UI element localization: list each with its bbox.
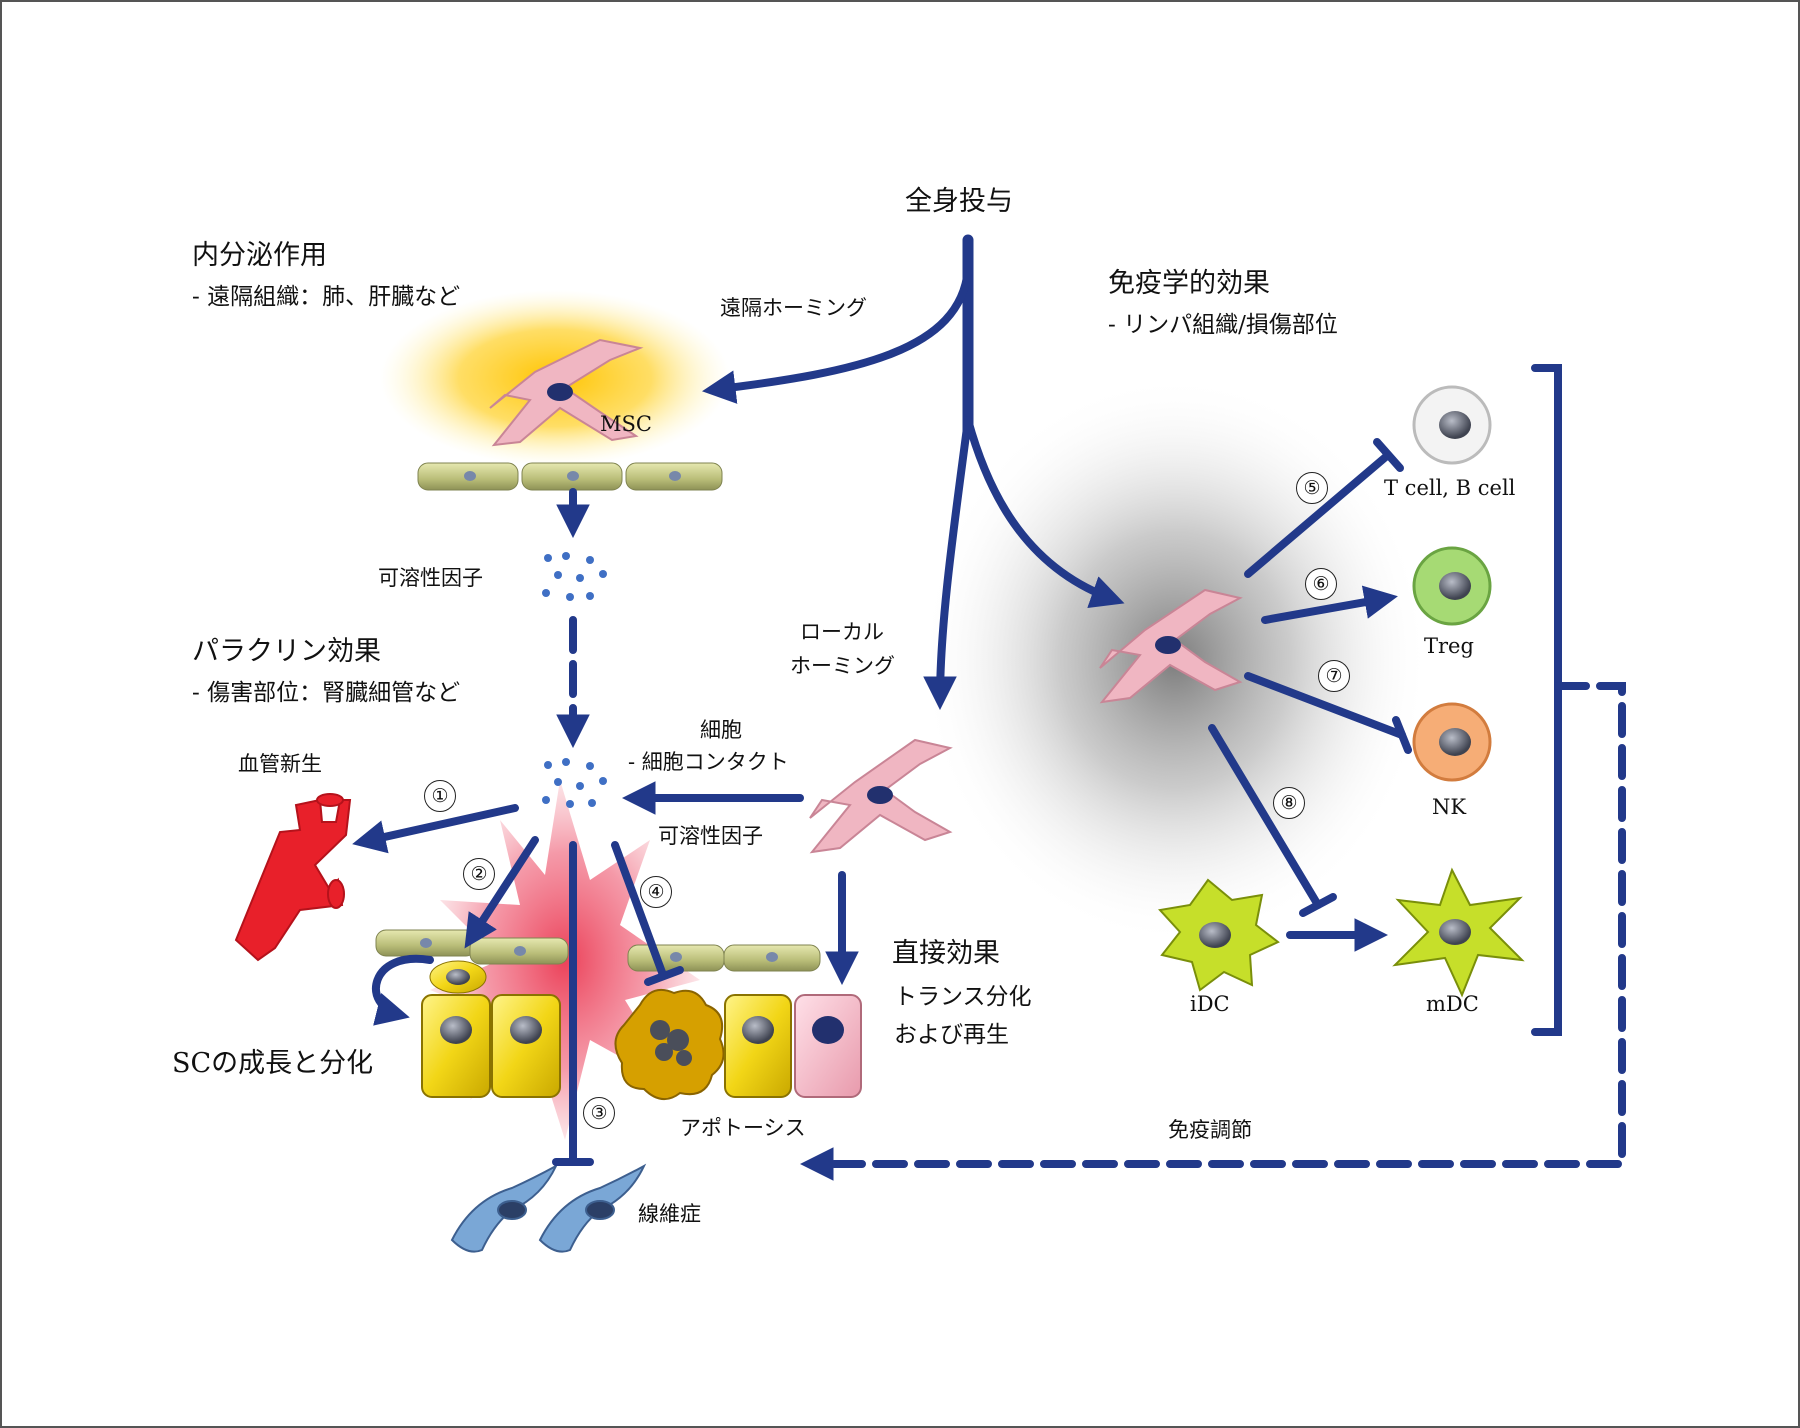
mdc-cell: [1392, 867, 1525, 998]
label-endocrine-title: 内分泌作用: [192, 240, 327, 271]
soluble-factor-dots-2: [542, 758, 607, 808]
soluble-factor-dots-1: [542, 552, 607, 601]
tubule-layer-bottom: [375, 929, 821, 972]
tubule-layer-top: [417, 462, 723, 491]
label-paracrine-title: パラクリン効果: [192, 636, 381, 667]
label-immune-sub: - リンパ組織/損傷部位: [1108, 312, 1338, 338]
label-paracrine-sub: - 傷害部位：腎臓細管など: [192, 680, 461, 706]
treg-cell: [1412, 546, 1492, 626]
idc-cell: [1158, 878, 1280, 992]
label-direct-sub2: および再生: [894, 1022, 1009, 1048]
label-sc-growth: SCの成長と分化: [172, 1048, 374, 1079]
label-local-homing-1: ローカル: [800, 620, 884, 644]
label-apoptosis: アポトーシス: [680, 1116, 806, 1140]
label-mdc: mDC: [1426, 992, 1479, 1016]
step-2-marker: ②: [463, 858, 495, 890]
label-local-homing-2: ホーミング: [790, 654, 895, 678]
step-3-marker: ③: [583, 1097, 615, 1129]
sc-cells: [421, 960, 561, 1098]
label-cell: 細胞: [700, 718, 742, 742]
label-direct-sub1: トランス分化: [894, 984, 1032, 1010]
label-soluble-factor-1: 可溶性因子: [378, 566, 483, 590]
fibroblast-cells: [450, 1163, 647, 1253]
label-immune-title: 免疫学的効果: [1108, 268, 1270, 299]
step-8-marker: ⑧: [1273, 787, 1305, 819]
label-endocrine-sub: - 遠隔組織：肺、肝臓など: [192, 284, 461, 310]
apoptotic-cell: [614, 989, 725, 1100]
arrows: [352, 234, 1626, 1181]
label-nk: NK: [1432, 795, 1467, 819]
step-6-marker: ⑥: [1305, 568, 1337, 600]
t-b-cell: [1412, 385, 1492, 465]
label-immune-regulation: 免疫調節: [1168, 1118, 1252, 1142]
blood-vessel: [234, 793, 352, 962]
nk-cell: [1412, 702, 1492, 782]
label-treg: Treg: [1424, 634, 1474, 658]
label-remote-homing: 遠隔ホーミング: [720, 296, 867, 320]
healthy-cells-right: [724, 994, 862, 1098]
label-soluble-factor-2: 可溶性因子: [658, 824, 763, 848]
msc-cell-top: [489, 338, 644, 447]
label-msc: MSC: [600, 412, 652, 436]
label-systemic: 全身投与: [905, 186, 1013, 217]
label-angiogenesis: 血管新生: [238, 752, 322, 776]
label-direct-title: 直接効果: [892, 938, 1000, 969]
step-7-marker: ⑦: [1318, 660, 1350, 692]
step-4-marker: ④: [640, 876, 672, 908]
msc-cell-immune: [1099, 588, 1243, 704]
step-5-marker: ⑤: [1296, 472, 1328, 504]
label-tcell-bcell: T cell, B cell: [1384, 476, 1516, 500]
label-cell-contact: - 細胞コンタクト: [628, 750, 789, 774]
label-fibrosis: 線維症: [638, 1202, 701, 1226]
msc-cell-local: [809, 738, 953, 854]
label-idc: iDC: [1190, 992, 1230, 1016]
step-1-marker: ①: [424, 780, 456, 812]
